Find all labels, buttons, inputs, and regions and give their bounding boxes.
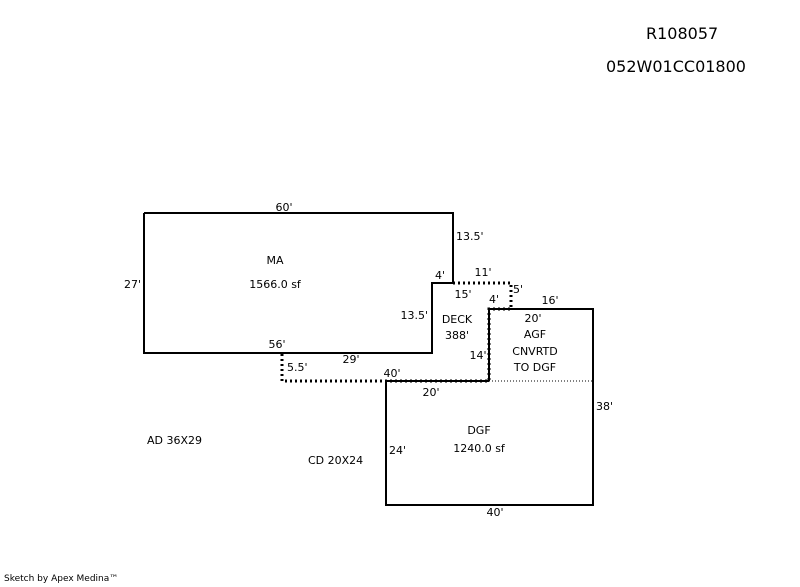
- dgf-label: DGF: [467, 424, 490, 437]
- dim-dgf-top: 20': [422, 386, 439, 399]
- ma-outline: [143, 212, 454, 354]
- agf-label-line3: TO DGF: [513, 361, 556, 374]
- parcel-id: R108057: [646, 24, 719, 43]
- deck-label: DECK: [442, 313, 473, 326]
- dim-agf-left-top: 20': [524, 312, 541, 325]
- dim-ma-step: 4': [435, 269, 445, 282]
- agf-outline: [385, 308, 594, 506]
- deck-area: 388': [445, 329, 469, 342]
- dim-deck-bottom: 29': [342, 353, 359, 366]
- dim-deck-left: 13.5': [400, 309, 428, 322]
- dim-deck-inner: 15': [454, 288, 471, 301]
- cd-note: CD 20X24: [308, 454, 363, 467]
- dim-ma-top: 60': [275, 201, 292, 214]
- sketch-credit: Sketch by Apex Medina™: [4, 574, 119, 584]
- dim-deck-top: 11': [474, 266, 491, 279]
- dim-dgf-left: 24': [389, 444, 406, 457]
- dim-deck-drop: 5.5': [287, 361, 308, 374]
- dim-ma-right: 13.5': [456, 230, 484, 243]
- dim-dgf-bottom: 40': [486, 506, 503, 519]
- parcel-number: 052W01CC01800: [606, 57, 746, 76]
- ma-area: 1566.0 sf: [249, 278, 302, 291]
- dgf-area: 1240.0 sf: [453, 442, 506, 455]
- ma-label: MA: [266, 254, 283, 267]
- dim-deck-step-top: 4': [489, 293, 499, 306]
- agf-label-line1: AGF: [524, 328, 546, 341]
- dim-ma-left: 27': [124, 278, 141, 291]
- dim-dgf-top-left: 40': [383, 367, 400, 380]
- agf-label-line2: CNVRTD: [512, 345, 557, 358]
- dim-deck-right: 14': [469, 349, 486, 362]
- dim-agf-top: 16': [541, 294, 558, 307]
- dim-ma-bottom: 56': [268, 338, 285, 351]
- dim-deck-right-step: 5': [513, 283, 523, 296]
- ad-note: AD 36X29: [147, 434, 202, 447]
- dim-dgf-right: 38': [596, 400, 613, 413]
